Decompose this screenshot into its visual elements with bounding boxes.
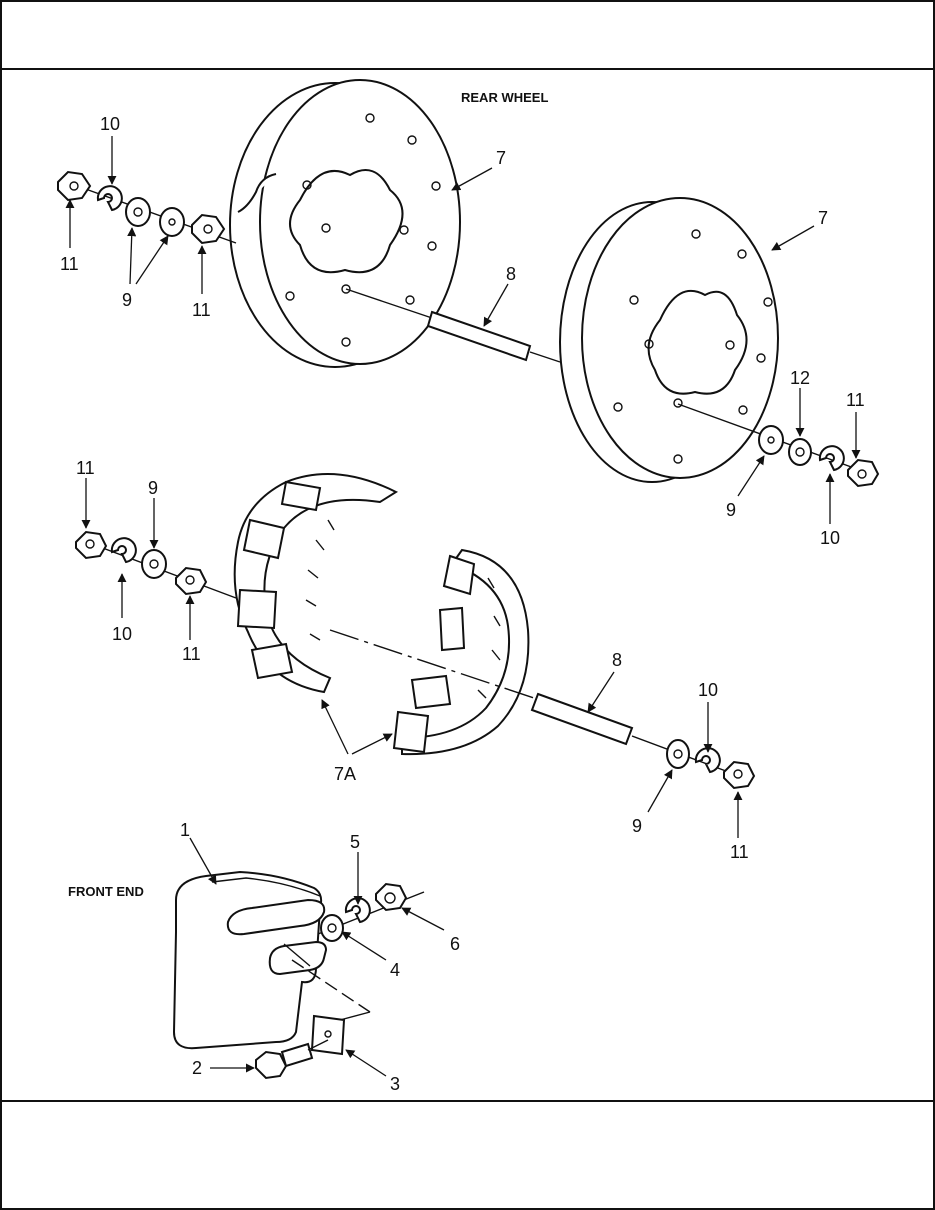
callout-f-5: 5	[350, 832, 360, 852]
callout-m-11-bottom: 11	[182, 644, 201, 664]
page-top-edge	[0, 0, 935, 2]
callout-rw-8: 8	[506, 264, 516, 284]
callout-rw-12: 12	[790, 368, 810, 388]
front-hardware	[255, 882, 425, 1080]
callout-rw-10: 10	[100, 114, 120, 134]
callout-m-11-top: 11	[76, 458, 95, 478]
front-leaders	[189, 837, 445, 1077]
middle-left-hardware	[75, 530, 237, 599]
callout-f-1: 1	[180, 820, 190, 840]
callout-rw-9: 9	[122, 290, 132, 310]
bottom-border	[0, 1100, 935, 1102]
callout-f-4: 4	[390, 960, 400, 980]
callout-rw-7-right: 7	[818, 208, 828, 228]
callout-m-11-right: 11	[730, 842, 749, 862]
rear-stud	[345, 288, 561, 363]
callout-rw-7-left: 7	[496, 148, 506, 168]
callout-rw-9-right: 9	[726, 500, 736, 520]
split-weight-right	[392, 548, 530, 756]
callout-m-7a: 7A	[334, 764, 356, 784]
page-left-edge	[0, 0, 2, 1210]
callout-m-8: 8	[612, 650, 622, 670]
callout-rw-10-right: 10	[820, 528, 840, 548]
callout-m-9-right: 9	[632, 816, 642, 836]
rear-leaders	[65, 136, 861, 524]
callout-f-2: 2	[192, 1058, 202, 1078]
rear-wheel-heading: REAR WHEEL	[461, 90, 548, 105]
middle-leaders	[81, 478, 743, 838]
callout-m-9-top: 9	[148, 478, 158, 498]
callout-m-10-right: 10	[698, 680, 718, 700]
rear-wheel-weight-left	[229, 79, 461, 368]
front-end-heading: FRONT END	[68, 884, 144, 899]
rear-left-hardware	[57, 170, 237, 245]
callout-f-6: 6	[450, 934, 460, 954]
page-right-edge	[933, 0, 935, 1210]
callout-rw-11-left: 11	[60, 254, 79, 274]
callout-m-10: 10	[112, 624, 132, 644]
top-border	[0, 68, 935, 70]
page-bottom-edge	[0, 1208, 935, 1210]
split-weight-left	[233, 473, 399, 694]
rear-wheel-weight-right	[559, 197, 779, 483]
middle-right-hardware	[666, 739, 756, 790]
callout-rw-11-mid: 11	[192, 300, 211, 320]
middle-stud	[329, 629, 751, 781]
callout-rw-11-right: 11	[846, 390, 865, 410]
rear-right-hardware	[677, 403, 880, 488]
callout-f-3: 3	[390, 1074, 400, 1094]
front-weight	[172, 870, 371, 1050]
